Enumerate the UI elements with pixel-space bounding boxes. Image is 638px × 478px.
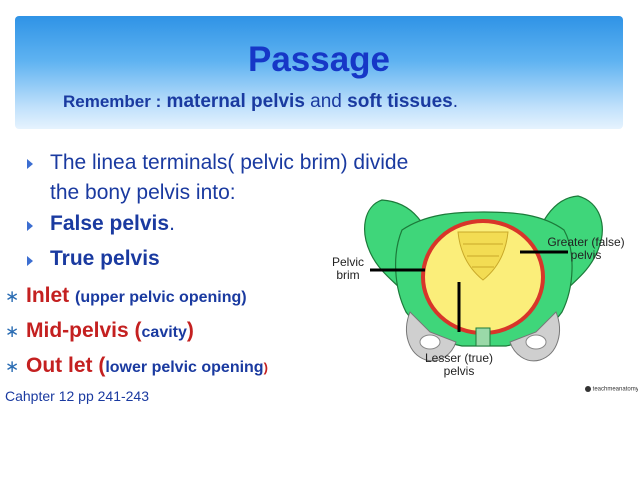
subtitle-soft-tissues: soft tissues xyxy=(347,91,453,112)
label-lesser-line1: Lesser (true) xyxy=(424,351,494,365)
outlet-label: Out let ( xyxy=(26,354,106,377)
label-greater-false-pelvis: Greater (false) pelvis xyxy=(538,236,634,262)
inlet-label: Inlet xyxy=(26,284,70,307)
label-pelvic-brim-line1: Pelvic xyxy=(331,255,364,269)
label-greater-line1: Greater (false) xyxy=(547,235,625,249)
slide-subtitle: Remember : maternal pelvis and soft tiss… xyxy=(63,91,458,113)
teachmeanatomy-logo: teachmeanatomy xyxy=(585,386,638,393)
label-pelvic-brim-line2: brim xyxy=(336,268,360,282)
pelvis-illustration xyxy=(364,195,603,362)
subtitle-period: . xyxy=(452,91,459,112)
star-bullet-icon: ∗ xyxy=(5,357,20,376)
outlet-close: ) xyxy=(263,360,268,375)
label-greater-line2: pelvis xyxy=(570,248,602,262)
subtitle-and: and xyxy=(310,91,342,112)
slide-title: Passage xyxy=(247,40,391,79)
bullet-false-pelvis: False pelvis. xyxy=(50,212,175,236)
mid-pelvis-label: Mid-pelvis ( xyxy=(26,319,142,342)
bullet-arrow-icon xyxy=(27,159,33,169)
pubic-symphysis xyxy=(475,327,491,347)
chapter-reference: Cahpter 12 pp 241-243 xyxy=(5,388,149,404)
label-pelvic-brim: Pelvic brim xyxy=(330,256,366,282)
bullet-linea-terminalis-line1: The linea terminals( pelvic brim) divide xyxy=(50,151,409,174)
label-lesser-true-pelvis: Lesser (true) pelvis xyxy=(414,352,504,378)
logo-mark-icon xyxy=(585,386,591,392)
pelvis-figure: Pelvic brim Greater (false) pelvis Lesse… xyxy=(330,182,638,393)
header-banner xyxy=(15,16,623,129)
bullet-true-pelvis: True pelvis xyxy=(50,247,160,271)
false-pelvis-text: False pelvis xyxy=(50,212,170,235)
star-bullet-icon: ∗ xyxy=(5,287,20,306)
star-bullet-icon: ∗ xyxy=(5,322,20,341)
mid-pelvis-close: ) xyxy=(186,319,194,342)
item-outlet: Out let (lower pelvic opening) xyxy=(26,354,268,378)
label-lesser-line2: pelvis xyxy=(443,364,475,378)
item-mid-pelvis: Mid-pelvis (cavity) xyxy=(26,319,194,343)
true-pelvis-text: True pelvis xyxy=(50,247,160,270)
bullet-linea-terminalis-line2: the bony pelvis into: xyxy=(50,181,236,204)
item-inlet: Inlet (upper pelvic opening) xyxy=(26,284,247,308)
bullet-arrow-icon xyxy=(27,221,33,231)
subtitle-maternal-pelvis: maternal pelvis xyxy=(166,91,305,112)
outlet-detail: lower pelvic opening xyxy=(105,359,264,376)
mid-pelvis-detail: cavity xyxy=(141,324,187,341)
logo-text: teachmeanatomy xyxy=(592,386,638,393)
subtitle-remember: Remember : xyxy=(63,92,162,111)
right-obturator xyxy=(525,334,547,350)
left-obturator xyxy=(419,334,441,350)
bullet-arrow-icon xyxy=(27,256,33,266)
false-pelvis-period: . xyxy=(169,212,175,235)
inlet-detail: (upper pelvic opening) xyxy=(75,289,247,306)
